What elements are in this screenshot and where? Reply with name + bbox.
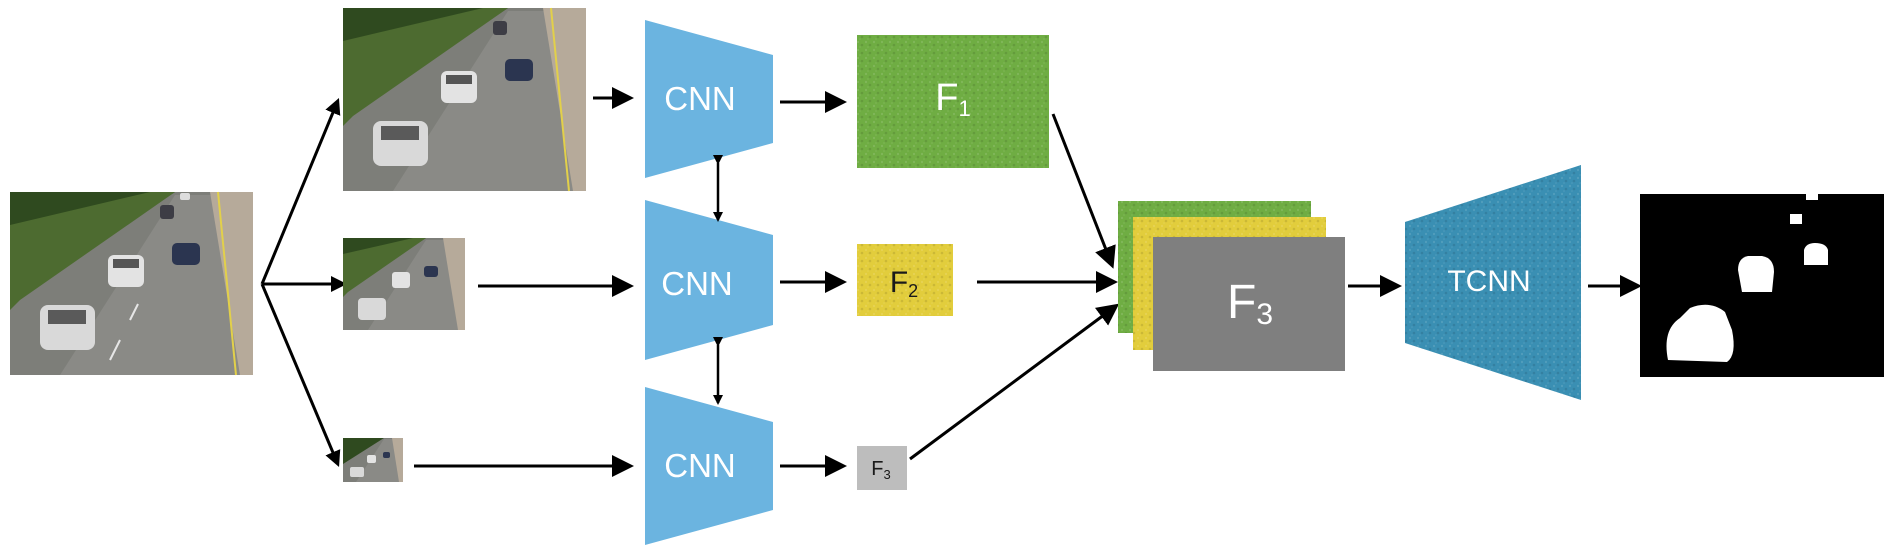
svg-text:F1: F1 xyxy=(935,77,970,121)
f3-stack-subscript: 3 xyxy=(1256,298,1273,331)
scale-image-middle xyxy=(343,238,465,330)
svg-text:F2: F2 xyxy=(890,266,918,301)
fan-out-arrows xyxy=(260,97,347,467)
feature-map-f1: F1 xyxy=(857,35,1049,168)
f3-stack-label: F xyxy=(1227,276,1256,329)
image-to-cnn-arrows xyxy=(414,87,634,477)
f3-small-subscript: 3 xyxy=(883,467,890,482)
cnn-label-top: CNN xyxy=(664,80,736,117)
scale-image-top xyxy=(343,7,586,192)
svg-text:F3: F3 xyxy=(1227,276,1273,331)
cnn-label-middle: CNN xyxy=(661,265,733,302)
cnn-block-top: CNN xyxy=(645,20,773,178)
concatenated-feature-stack: F3 xyxy=(1118,201,1345,371)
tcnn-block: TCNN xyxy=(1405,165,1581,400)
mask-blobs xyxy=(1666,194,1828,362)
f3-small-label: F xyxy=(871,458,883,480)
tcnn-label: TCNN xyxy=(1447,265,1530,298)
output-segmentation-mask xyxy=(1640,194,1884,377)
cnn-block-bottom: CNN xyxy=(645,387,773,545)
cnn-label-bottom: CNN xyxy=(664,447,736,484)
feature-map-f3-small: F3 xyxy=(857,446,907,490)
arrow-f1-to-stack xyxy=(1051,113,1116,269)
input-frame-image xyxy=(10,191,253,376)
arrow-f3-to-stack xyxy=(909,303,1120,461)
f2-label: F xyxy=(890,266,908,299)
feature-map-f2: F2 xyxy=(857,244,953,316)
cnn-to-feature-arrows xyxy=(780,91,847,477)
scale-image-bottom xyxy=(343,438,403,482)
feature-to-stack-arrows xyxy=(909,113,1120,461)
svg-text:F3: F3 xyxy=(871,458,890,482)
arrow-to-bottom-scale xyxy=(260,283,341,467)
f2-subscript: 2 xyxy=(908,281,918,301)
cnn-block-middle: CNN xyxy=(645,200,773,360)
arrow-to-top-scale xyxy=(260,97,341,285)
f1-label: F xyxy=(935,77,958,119)
f1-subscript: 1 xyxy=(958,96,970,121)
